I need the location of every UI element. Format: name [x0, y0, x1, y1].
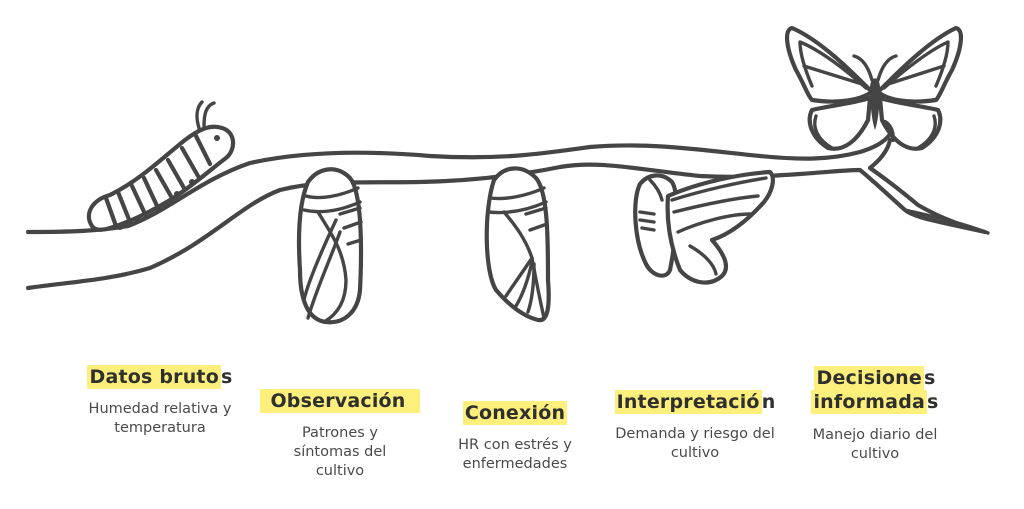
stage-observation: Observación Patrones y síntomas del cult…	[250, 389, 430, 481]
caterpillar-icon	[86, 100, 236, 232]
branch-icon	[25, 125, 990, 291]
stage-title: Conexión	[462, 401, 568, 425]
chrysalis-icon	[296, 167, 364, 325]
highlight: Datos bruto	[87, 365, 221, 389]
chrysalis-icon	[484, 166, 551, 323]
highlight: Decisione	[814, 366, 924, 390]
emerging-butterfly-icon	[633, 169, 775, 285]
highlight: Observación	[260, 389, 420, 413]
highlight: Interpretació	[614, 390, 762, 414]
butterfly-icon	[785, 25, 963, 151]
stage-description: Patrones y síntomas del cultivo	[293, 425, 387, 479]
stage-description: Manejo diario del cultivo	[812, 427, 938, 462]
highlight: informada	[811, 390, 928, 414]
stage-description: Demanda y riesgo del cultivo	[615, 426, 775, 461]
stage-title: Observación	[260, 389, 420, 413]
stage-connection: Conexión HR con estrés y enfermedades	[435, 401, 595, 474]
stage-description: HR con estrés y enfermedades	[458, 437, 572, 472]
stage-description: Humedad relativa y temperatura	[88, 401, 232, 436]
highlight: Conexión	[462, 401, 568, 425]
